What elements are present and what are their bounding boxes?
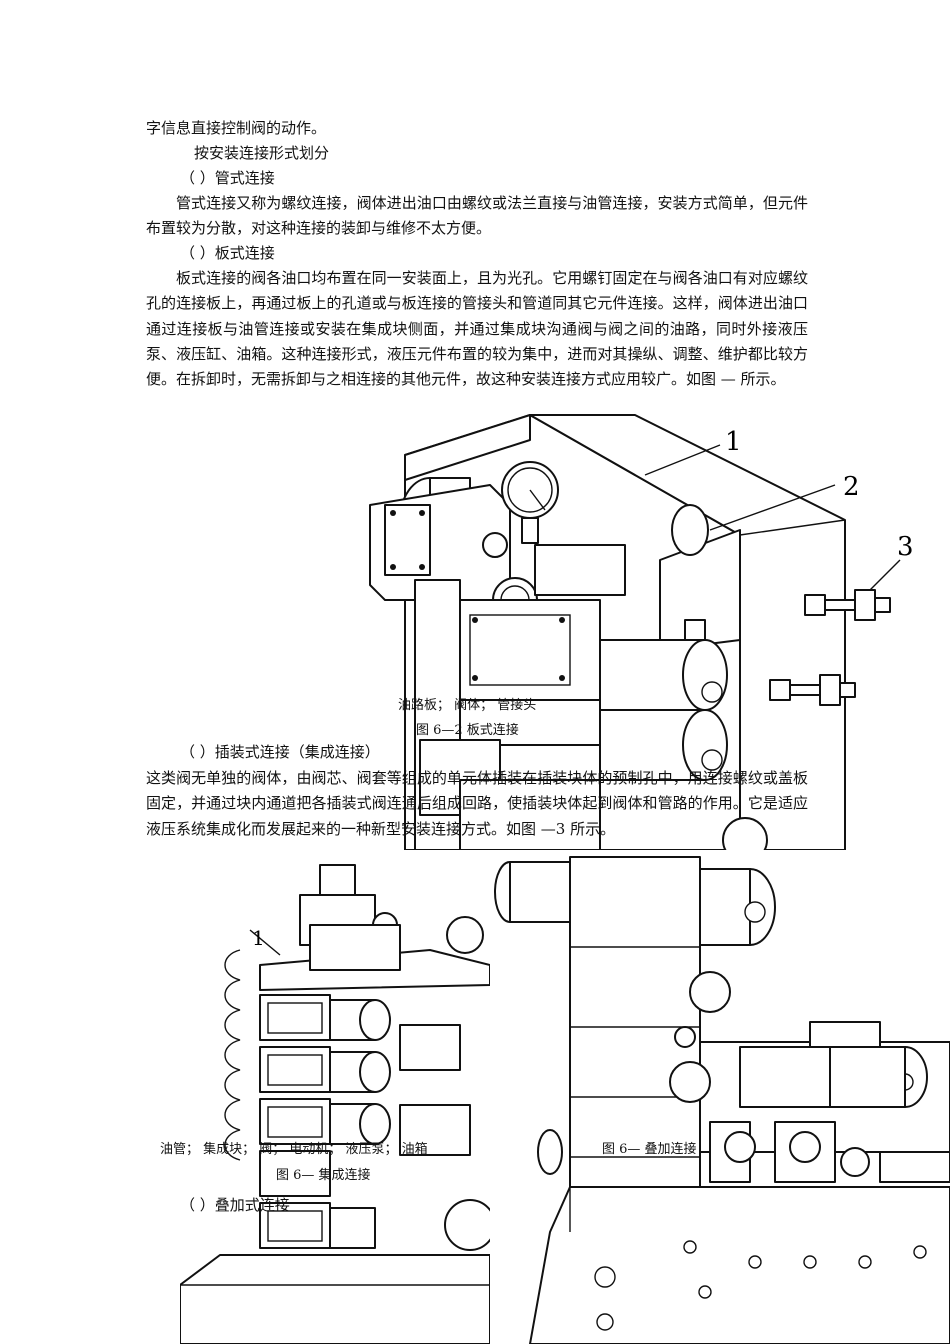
subsection-heading-pipe: （ ）管式连接 [180,169,275,187]
text-line: 字信息直接控制阀的动作。 [146,119,327,137]
paragraph-plate: 板式连接的阀各油口均布置在同一安装面上，且为光孔。它用螺钉固定在与阀各油口有对应… [146,269,808,389]
callout-1-integrated: 1 [252,926,265,950]
callout-1: 1 [725,427,742,457]
figure-plate-connection: 1 2 3 [369,414,914,850]
section-heading: 按安装连接形式划分 [194,144,330,162]
subsection-heading-stack: （ ）叠加式连接 [180,1196,290,1214]
callout-3: 3 [897,532,914,562]
paragraph-pipe: 管式连接又称为螺纹连接，阀体进出油口由螺纹或法兰直接与油管连接，安装方式简单，但… [146,194,808,238]
figure-stacked-connection [494,856,950,1344]
figure-caption-plate: 图 6—2 板式连接 [416,723,519,738]
figure-legend-plate: 油路板； 阀体； 管接头 [398,698,537,713]
figure-legend-integrated: 油管； 集成块； 阀； 电动机； 液压泵； 油箱 [160,1142,428,1157]
figure-caption-integrated: 图 6— 集成连接 [276,1168,371,1183]
subsection-heading-cartridge: （ ）插装式连接（集成连接） [180,743,380,761]
subsection-heading-plate: （ ）板式连接 [180,244,275,262]
figure-integrated-connection: 1 [180,864,490,1344]
paragraph-cartridge: 这类阀无单独的阀体，由阀芯、阀套等组成的单元体插装在插装块体的预制孔中，用连接螺… [146,769,808,838]
figure-caption-stacked: 图 6— 叠加连接 [602,1142,697,1157]
callout-2: 2 [843,472,860,502]
